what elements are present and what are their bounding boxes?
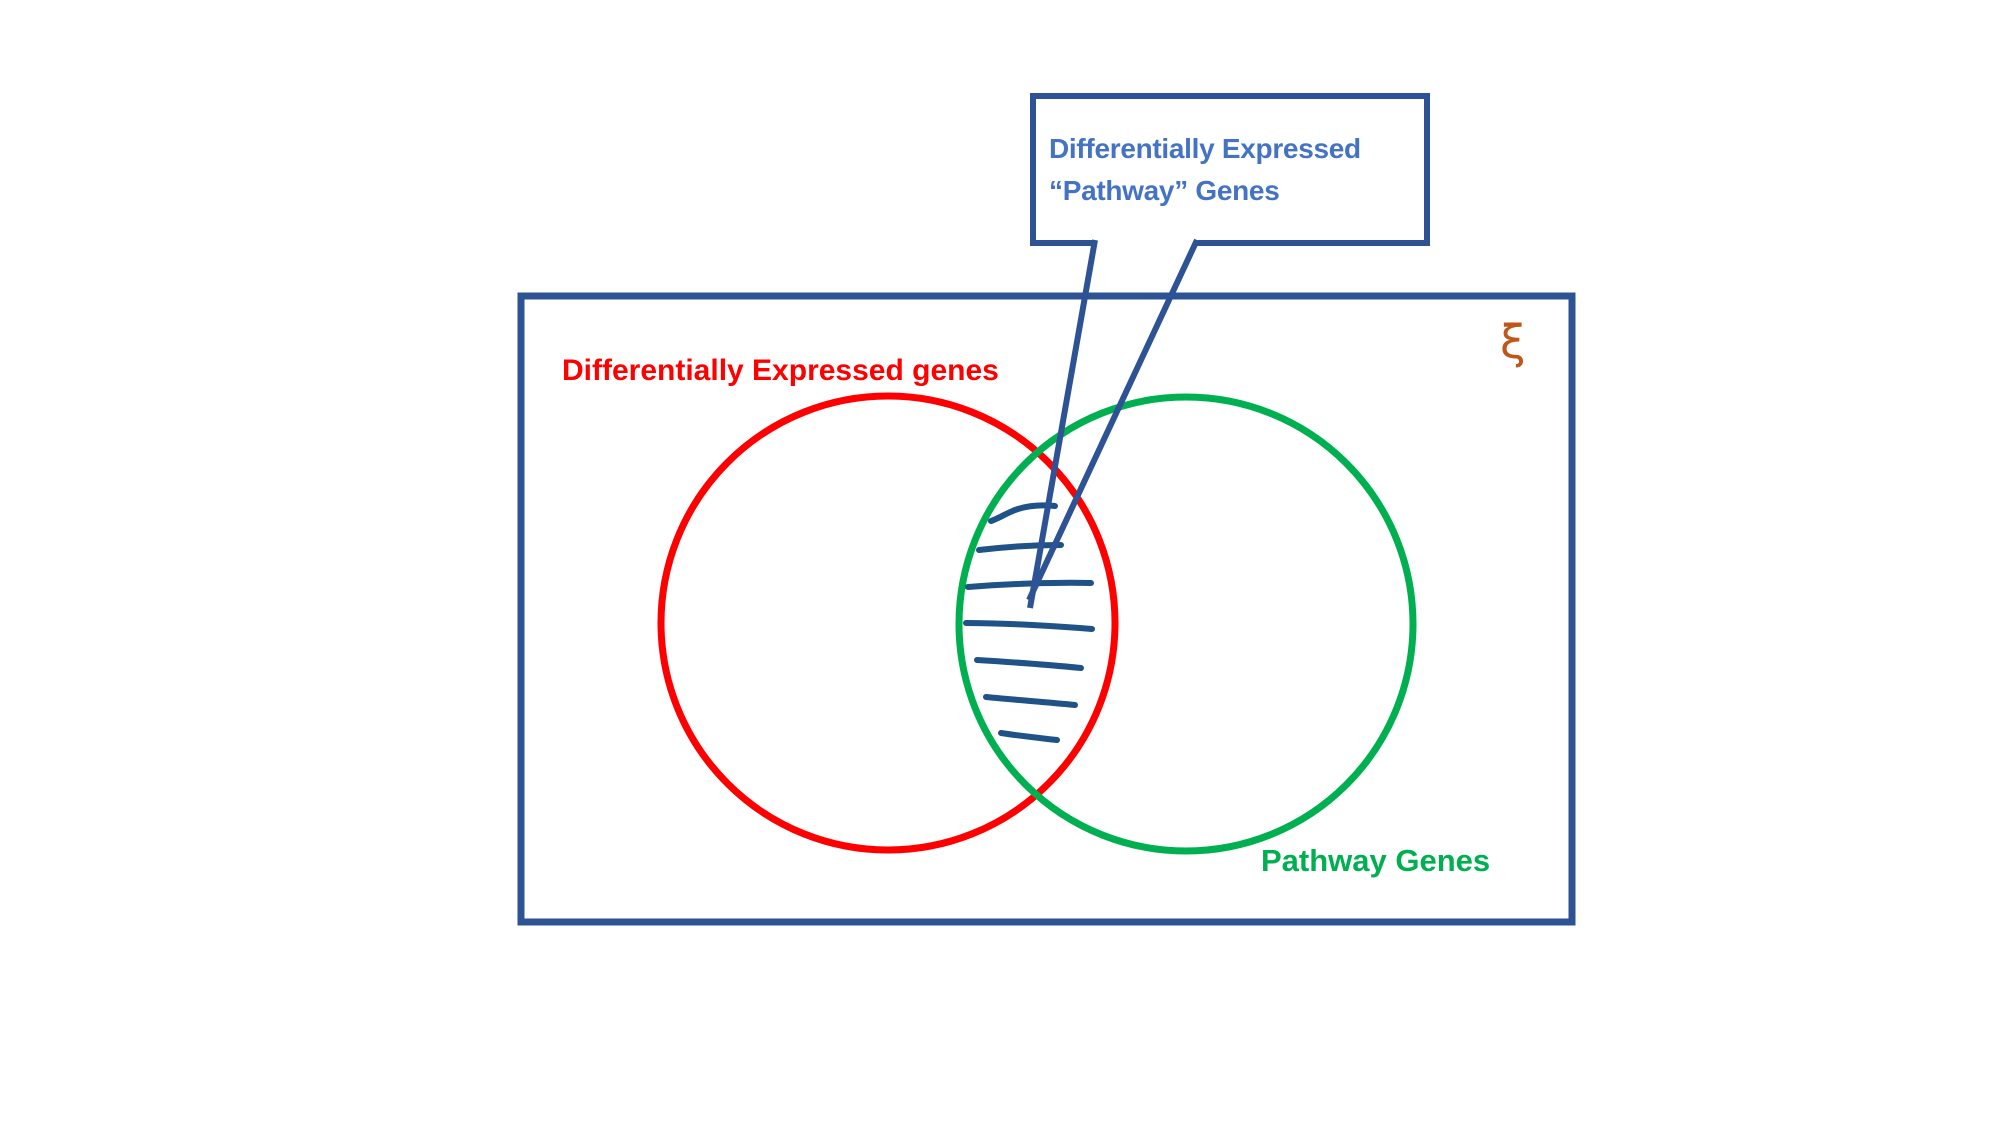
differentially-expressed-circle: [657, 392, 1119, 854]
intersection-hatch-line-3: [965, 579, 1094, 590]
callout-pointer-line-2: [1026, 238, 1200, 602]
callout-box: [1030, 93, 1430, 246]
right-circle-label: Pathway Genes: [1261, 843, 1490, 878]
xi-squiggle-mark: ξ: [1500, 315, 1526, 369]
left-circle-label: Differentially Expressed genes: [562, 354, 999, 387]
outer-frame: [517, 292, 1576, 926]
callout-pointer-line-1: [1027, 239, 1098, 609]
intersection-hatch-line-2: [976, 542, 1064, 553]
callout-text-line2: “Pathway” Genes: [1049, 175, 1279, 206]
shapes-layer: [517, 93, 1576, 926]
intersection-hatch-line-7: [998, 730, 1060, 743]
intersection-hatch-line-6: [983, 694, 1078, 708]
intersection-hatch-line-5: [974, 657, 1084, 671]
intersection-hatch-line-4: [963, 620, 1095, 632]
pathway-genes-circle: [955, 393, 1417, 855]
callout-text-line1: Differentially Expressed: [1049, 133, 1361, 164]
